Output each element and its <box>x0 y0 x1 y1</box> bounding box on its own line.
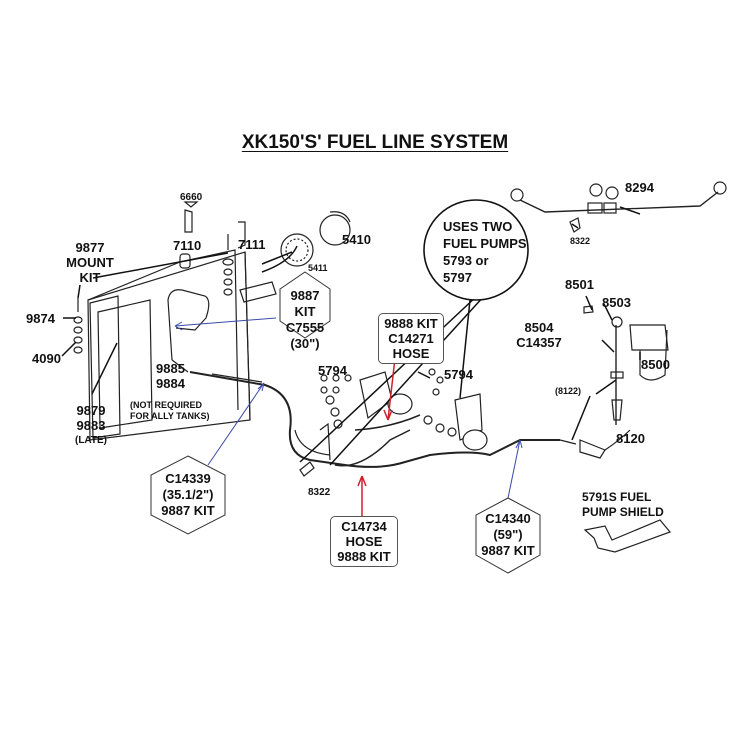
callout-line: HOSE <box>345 534 383 549</box>
callout-line: PUMP SHIELD <box>582 505 664 519</box>
callout-line: HOSE <box>392 346 430 361</box>
part-label-9879-9883: 9879 9883 (LATE) <box>70 403 112 448</box>
part-label-7110: 7110 <box>173 238 202 253</box>
callout-line: 9888 KIT <box>337 549 391 564</box>
label-line: KIT <box>79 270 101 285</box>
callout-line: C14734 <box>341 519 387 534</box>
fuel-rail <box>510 181 727 233</box>
part-label-5411: 5411 <box>308 263 328 273</box>
callout-uses-two-fuel-pumps: USES TWO FUEL PUMPS 5793 or 5797 <box>443 218 527 286</box>
part-label-8503: 8503 <box>602 295 631 310</box>
leader-lines <box>61 206 641 466</box>
callout-line: 5797 <box>443 270 472 285</box>
not-required-note: (NOT REQUIRED FOR ALLY TANKS) <box>130 400 210 422</box>
part-label-9874: 9874 <box>26 311 55 326</box>
callout-line: 5791S FUEL <box>582 490 652 504</box>
vent-pipe <box>237 221 246 249</box>
callout-line: C14339 <box>165 471 211 486</box>
tank-outlet-pipe <box>167 289 210 361</box>
callout-line: FUEL PUMPS <box>443 236 527 251</box>
part-label-5794-left: 5794 <box>318 363 347 378</box>
part-label-8294: 8294 <box>625 180 654 195</box>
hex-callouts <box>150 271 541 574</box>
callout-line: USES TWO <box>443 219 513 234</box>
part-label-9885: 9885 <box>156 361 185 376</box>
callout-line: (59") <box>493 527 523 542</box>
part-label-5794-right: 5794 <box>444 367 473 382</box>
pumps-note-oval <box>423 199 529 301</box>
label-line: (NOT REQUIRED <box>130 400 202 410</box>
callout-line: C7555 <box>285 320 325 335</box>
callout-c14734-hose: C14734 HOSE 9888 KIT <box>330 516 398 567</box>
part-label-8120: 8120 <box>616 431 645 446</box>
mount-hardware <box>73 234 234 354</box>
part-label-7111: 7111 <box>238 237 266 252</box>
hex-c7555 <box>279 271 331 339</box>
callout-line: (30") <box>290 336 320 351</box>
fuel-pump-right <box>423 368 488 451</box>
part-label-8122: (8122) <box>555 386 582 396</box>
fuel-tank <box>87 249 251 441</box>
label-line: MOUNT <box>66 255 114 270</box>
label-line: 8504 <box>524 320 554 335</box>
blue-leaders <box>174 317 523 499</box>
callout-line: 9887 KIT <box>481 543 535 558</box>
callout-line: 9887 KIT <box>290 288 320 319</box>
part-label-8500: 8500 <box>641 357 670 372</box>
callout-c14339: C14339 (35.1/2") 9887 KIT <box>151 471 225 519</box>
pump-shield <box>583 519 672 553</box>
callout-line: (35.1/2") <box>162 487 214 502</box>
part-label-8504-c14357: 8504 C14357 <box>514 320 564 350</box>
callout-line: 9888 KIT <box>384 316 438 331</box>
part-label-4090: 4090 <box>32 351 61 366</box>
part-label-8322-top: 8322 <box>570 236 591 246</box>
fuel-filter <box>583 305 669 425</box>
hex-c14340 <box>475 497 541 574</box>
callout-c14340: C14340 (59") 9887 KIT <box>476 511 540 559</box>
part-label-5410: 5410 <box>342 232 371 247</box>
callout-line: 5793 or <box>443 253 489 268</box>
label-line: (LATE) <box>74 435 108 446</box>
page-title: XK150'S' FUEL LINE SYSTEM <box>241 132 509 153</box>
part-label-8501: 8501 <box>565 277 594 292</box>
filler-neck <box>183 201 199 233</box>
callout-line: C14340 <box>485 511 531 526</box>
label-line: C14357 <box>516 335 562 350</box>
filler-cap <box>280 211 351 267</box>
part-label-9884: 9884 <box>156 376 185 391</box>
callout-pump-shield: 5791S FUEL PUMP SHIELD <box>582 490 664 520</box>
callout-9888-kit-c14271: 9888 KIT C14271 HOSE <box>378 313 444 364</box>
callout-9887-kit-c7555: 9887 KIT C7555 (30") <box>280 288 330 352</box>
red-leaders <box>357 357 396 516</box>
label-line: 9883 <box>76 418 106 433</box>
callout-line: C14271 <box>388 331 434 346</box>
label-line: FOR ALLY TANKS) <box>130 411 210 421</box>
label-line: 9879 <box>76 403 106 418</box>
part-label-8322-bottom: 8322 <box>308 487 331 498</box>
part-label-6660: 6660 <box>180 192 203 203</box>
part-label-9877-mount-kit: 9877 MOUNT KIT <box>62 240 118 285</box>
label-line: 9877 <box>75 240 105 255</box>
hex-c14339 <box>150 455 226 535</box>
callout-line: 9887 KIT <box>161 503 215 518</box>
